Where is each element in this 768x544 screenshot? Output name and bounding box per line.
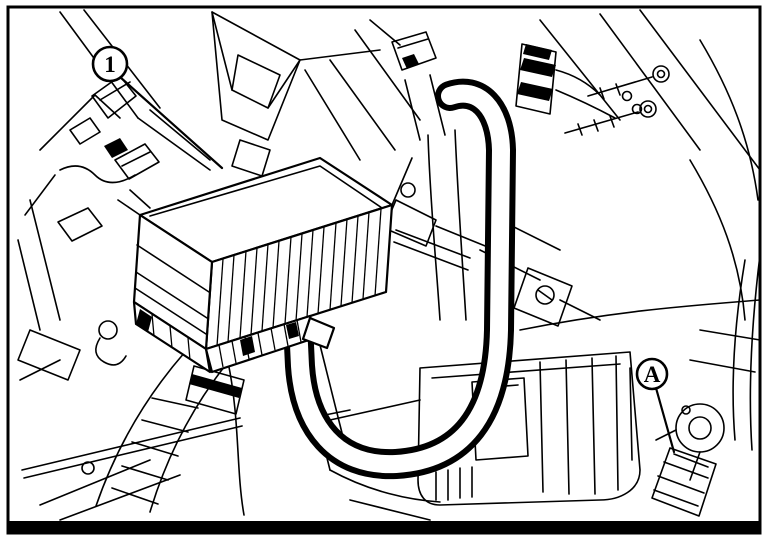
callout-a-leader	[654, 386, 676, 454]
callout-1-badge	[91, 45, 129, 83]
background-linework	[17, 9, 761, 521]
callout-1: 1	[91, 45, 224, 170]
band-core	[289, 84, 511, 474]
callout-1-leader	[118, 75, 224, 170]
callout-1-label: 1	[104, 52, 116, 77]
ecm-module	[117, 156, 471, 374]
ecm-connector-strip	[132, 300, 317, 374]
wiring-routing-band	[283, 78, 517, 480]
bolt-with-eyelet	[564, 100, 657, 136]
callout-a-label: A	[644, 362, 661, 387]
hatched-part	[651, 447, 717, 517]
callout-a: A	[635, 357, 676, 454]
figure-border-frame	[6, 5, 762, 535]
corrugated-harness	[95, 351, 245, 516]
ecm-cooling-fins	[216, 208, 382, 347]
callout-a-badge	[635, 357, 669, 391]
